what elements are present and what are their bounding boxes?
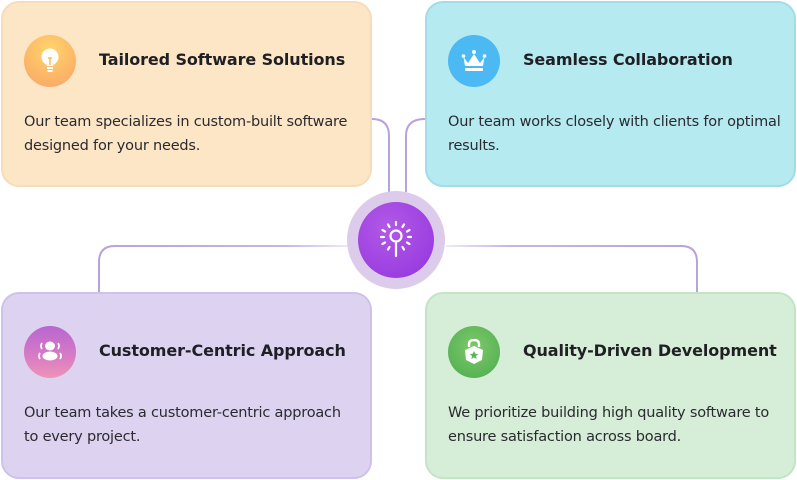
lightbulb-idea-icon xyxy=(358,202,434,278)
connector-top-right xyxy=(405,118,426,192)
card-seamless-collaboration: Seamless Collaboration Our team works cl… xyxy=(425,1,796,187)
card-title: Quality-Driven Development xyxy=(523,341,777,360)
card-customer-centric: Customer-Centric Approach Our team takes… xyxy=(1,292,372,479)
connector-bottom-left xyxy=(98,245,348,292)
card-description: Our team works closely with clients for … xyxy=(448,114,781,154)
card-quality-driven: Quality-Driven Development We prioritize… xyxy=(425,292,796,479)
quality-badge-icon xyxy=(448,326,500,378)
card-title: Seamless Collaboration xyxy=(523,50,733,69)
card-title: Tailored Software Solutions xyxy=(99,50,346,69)
users-icon xyxy=(24,326,76,378)
connector-top-left xyxy=(371,118,390,192)
lightbulb-icon xyxy=(24,35,76,87)
card-tailored-software: Tailored Software Solutions Our team spe… xyxy=(1,1,372,187)
connector-bottom-right xyxy=(446,245,698,292)
card-description: We prioritize building high quality soft… xyxy=(448,405,770,445)
card-description: Our team takes a customer-centric approa… xyxy=(24,405,341,445)
crown-icon xyxy=(448,35,500,87)
card-description: Our team specializes in custom-built sof… xyxy=(24,114,348,154)
card-title: Customer-Centric Approach xyxy=(99,341,346,360)
